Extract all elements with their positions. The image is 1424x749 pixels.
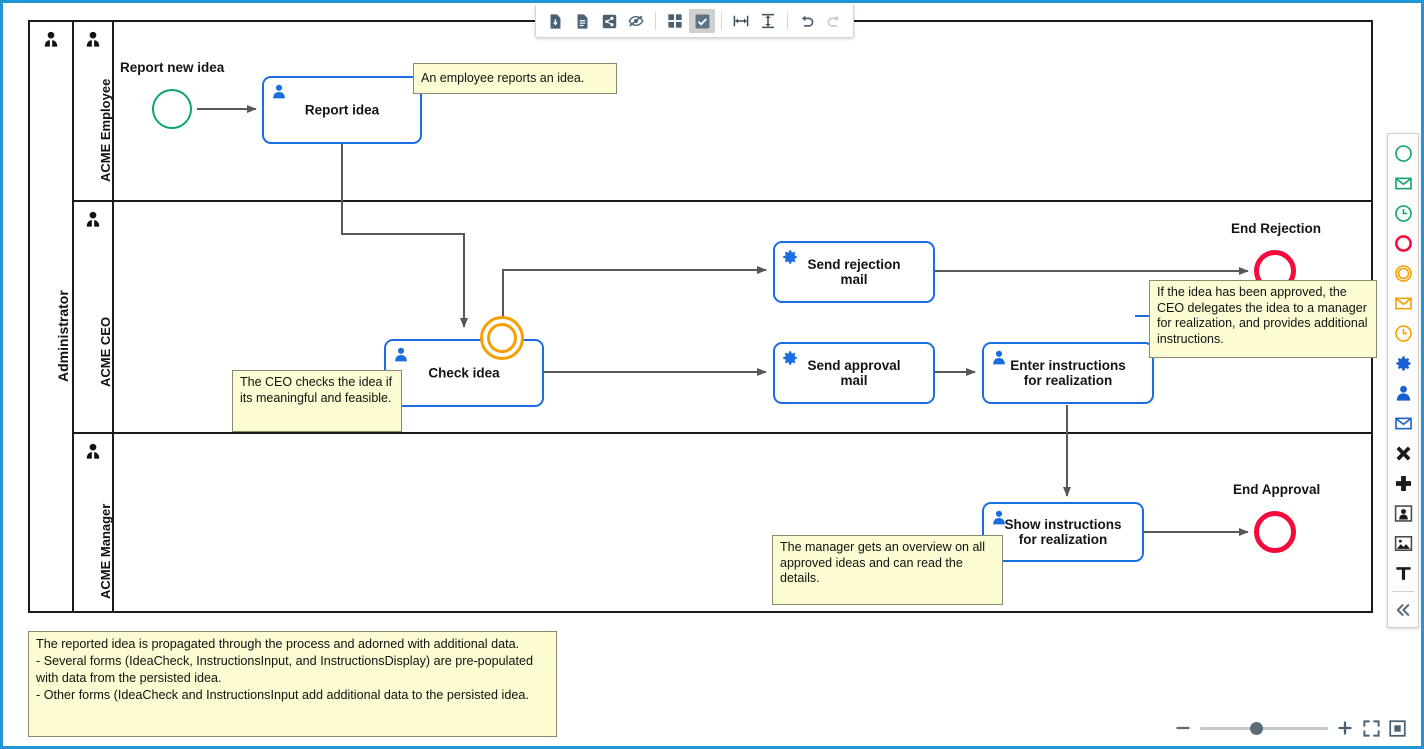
user-task-icon (993, 350, 1005, 365)
align-vertical-icon[interactable] (755, 9, 781, 33)
share-icon[interactable] (596, 9, 622, 33)
annotation-note-manager[interactable]: The manager gets an overview on all appr… (772, 535, 1003, 605)
task-send-rejection-mail[interactable]: Send rejection mail (773, 241, 935, 303)
pool-header[interactable]: Administrator (30, 22, 74, 611)
align-horizontal-icon[interactable] (728, 9, 754, 33)
user-task-icon (993, 510, 1005, 525)
editor-toolbar[interactable] (535, 5, 854, 38)
lane-header-acme-employee[interactable]: ACME Employee (74, 22, 114, 200)
collapse-palette-icon[interactable] (1388, 595, 1418, 625)
task-show-instructions-for-realization[interactable]: Show instructions for realization (982, 502, 1144, 562)
zoom-in-icon[interactable] (1335, 718, 1355, 738)
participant-icon (44, 31, 58, 47)
intermediate-event-icon[interactable] (1388, 258, 1418, 288)
grid-icon[interactable] (662, 9, 688, 33)
toolbar-separator (721, 12, 722, 30)
parallel-gateway-icon[interactable] (1388, 468, 1418, 498)
participant-icon (86, 443, 100, 459)
sequence-flow-layer (197, 77, 1249, 536)
diagram-canvas[interactable]: Administrator ACME Employee (3, 3, 1421, 746)
lane-header-acme-manager[interactable]: ACME Manager (74, 434, 114, 611)
zoom-out-icon[interactable] (1173, 718, 1193, 738)
participant-icon (86, 211, 100, 227)
task-label: Show instructions for realization (1004, 517, 1122, 547)
timer-intermediate-event-icon[interactable] (1388, 318, 1418, 348)
checkbox-checked-icon[interactable] (689, 9, 715, 33)
user-task-icon (395, 347, 407, 362)
end-event-approval[interactable] (1254, 511, 1296, 553)
exclusive-gateway-icon[interactable] (1388, 438, 1418, 468)
lane-acme-employee[interactable]: ACME Employee (74, 22, 1371, 202)
reset-zoom-icon[interactable] (1388, 719, 1407, 738)
palette-separator (1392, 591, 1414, 592)
annotation-note-employee[interactable]: An employee reports an idea. (413, 63, 617, 94)
send-task-icon[interactable] (1388, 408, 1418, 438)
service-task-icon[interactable] (1388, 348, 1418, 378)
eye-off-icon[interactable] (623, 9, 649, 33)
timer-start-event-icon[interactable] (1388, 198, 1418, 228)
fit-viewport-icon[interactable] (1362, 719, 1381, 738)
boundary-event-inner-ring (487, 323, 517, 353)
participant-icon (86, 31, 100, 47)
image-icon[interactable] (1388, 528, 1418, 558)
boundary-event-check-idea[interactable] (480, 316, 524, 360)
start-event-report-new-idea[interactable] (152, 89, 192, 129)
redo-icon[interactable] (821, 9, 847, 33)
end-approval-label: End Approval (1233, 482, 1321, 497)
task-label: Send rejection mail (807, 257, 901, 287)
text-annotation-icon[interactable] (1388, 558, 1418, 588)
task-label: Check idea (428, 365, 500, 381)
message-start-event-icon[interactable] (1388, 168, 1418, 198)
download-icon[interactable] (542, 9, 568, 33)
zoom-slider-thumb[interactable] (1250, 721, 1263, 735)
service-task-icon (783, 351, 797, 365)
annotation-note-delegate[interactable]: If the idea has been approved, the CEO d… (1149, 280, 1377, 358)
flow-boundary-to-rejection[interactable] (502, 266, 767, 325)
annotation-note-ceo[interactable]: The CEO checks the idea if its meaningfu… (232, 370, 402, 432)
task-send-approval-mail[interactable]: Send approval mail (773, 342, 935, 404)
toolbar-separator (787, 12, 788, 30)
start-event-label: Report new idea (120, 60, 225, 75)
user-task-icon (273, 84, 285, 99)
lane-acme-manager[interactable]: ACME Manager (74, 434, 1371, 611)
task-enter-instructions-for-realization[interactable]: Enter instructions for realization (982, 342, 1154, 404)
start-event-icon[interactable] (1388, 138, 1418, 168)
task-label: Enter instructions for realization (1010, 358, 1126, 388)
task-report-idea[interactable]: Report idea (262, 76, 422, 144)
undo-icon[interactable] (794, 9, 820, 33)
flow-report-to-check[interactable] (341, 144, 468, 328)
annotation-note-global[interactable]: The reported idea is propagated through … (28, 631, 557, 737)
service-task-icon (783, 250, 797, 264)
lane-header-acme-ceo[interactable]: ACME CEO (74, 202, 114, 432)
document-icon[interactable] (569, 9, 595, 33)
end-event-icon[interactable] (1388, 228, 1418, 258)
task-label: Send approval mail (807, 358, 901, 388)
message-intermediate-event-icon[interactable] (1388, 288, 1418, 318)
lane-acme-ceo[interactable]: ACME CEO (74, 202, 1371, 434)
element-palette[interactable] (1387, 133, 1419, 628)
user-task-icon[interactable] (1388, 378, 1418, 408)
pool-icon[interactable] (1388, 498, 1418, 528)
toolbar-separator (655, 12, 656, 30)
end-rejection-label: End Rejection (1231, 221, 1322, 236)
zoom-slider[interactable] (1200, 721, 1328, 735)
task-label: Report idea (304, 102, 380, 118)
zoom-controls[interactable] (1173, 718, 1407, 738)
